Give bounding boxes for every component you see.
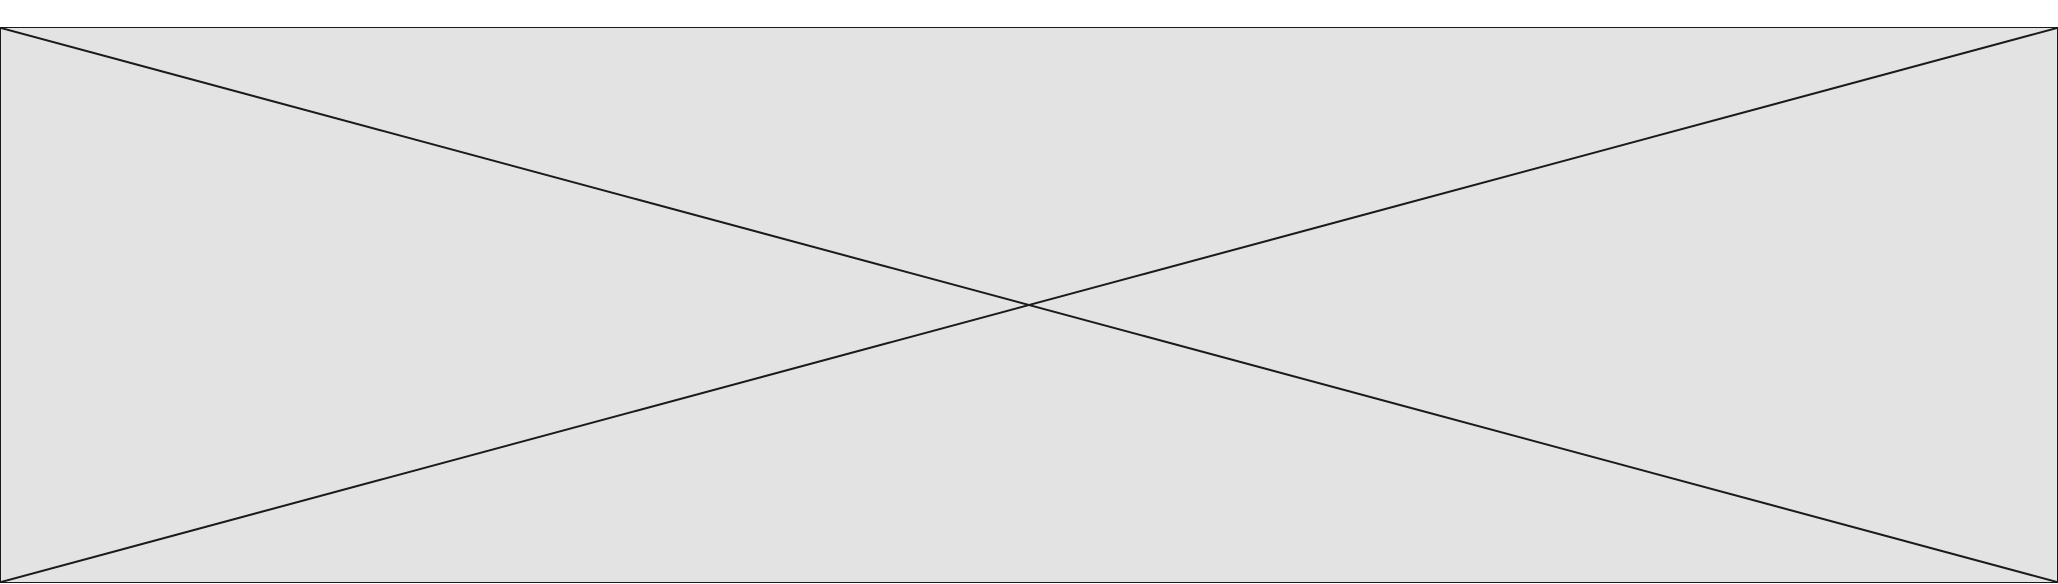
image-placeholder (0, 27, 2058, 583)
image-placeholder-cross-icon (1, 28, 2057, 582)
placeholder-diagonal-bl-tr (1, 28, 2057, 582)
